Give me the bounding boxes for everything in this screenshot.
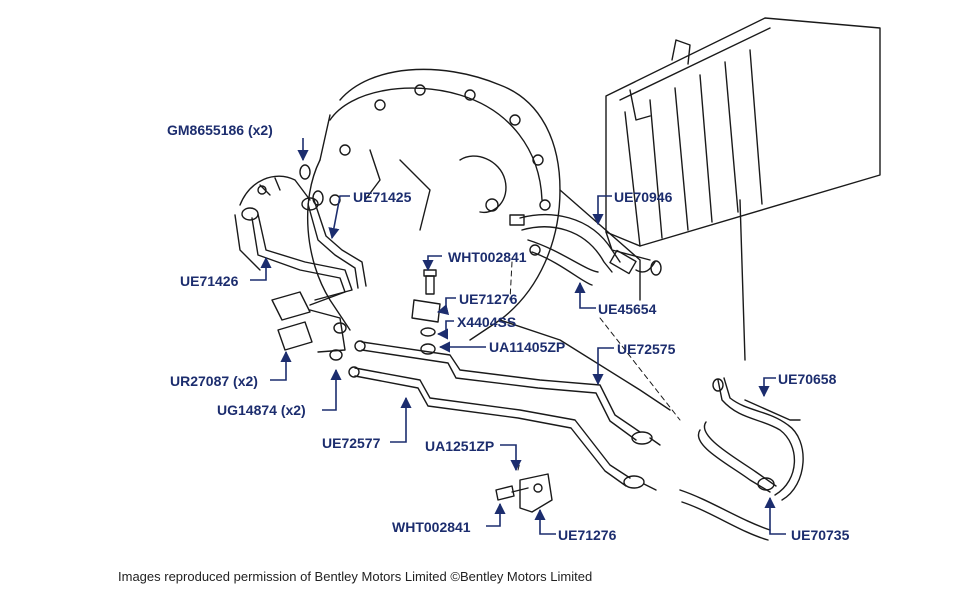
leader-ur27087 [270,350,292,381]
leader-ue71276-top [436,297,456,315]
fasteners-bottom [495,473,553,513]
label-ue71276-bottom: UE71276 [558,527,617,543]
leader-wht002841-top [422,255,442,272]
line-art [234,17,881,541]
leader-ue70658 [758,377,776,398]
label-ue70735: UE70735 [791,527,850,543]
pipes-ue71425-ue71426 [241,164,367,306]
label-ue45654: UE45654 [598,301,657,317]
hose-ue70658-ue70735 [679,377,804,541]
label-gm8655186: GM8655186 (x2) [167,122,273,138]
pipe-ue72575 [354,340,661,446]
fasteners-center [411,269,441,355]
leader-ue45654 [574,281,596,309]
hose-ue70946-ue45654 [509,214,662,286]
label-ue70946: UE70946 [614,189,673,205]
leader-ue72575 [592,347,614,386]
leader-ue71276-bottom [534,508,556,535]
label-ue71426: UE71426 [180,273,239,289]
label-ur27087: UR27087 (x2) [170,373,258,389]
pipe-ue72577 [348,366,657,491]
leaders [250,138,786,535]
label-wht002841-bottom: WHT002841 [392,519,471,535]
leader-ue71425 [328,195,350,240]
transmission-illustration [307,68,671,411]
leader-x4404ss [436,320,454,340]
leader-ue70946 [592,195,612,226]
copyright-caption: Images reproduced permission of Bentley … [118,569,593,584]
label-ua11405zp: UA11405ZP [489,339,566,355]
adapters-illustration [271,291,347,361]
engine-block-illustration [234,175,311,271]
reference-lines [509,261,681,471]
radiator-illustration [605,17,881,361]
label-ue71276-top: UE71276 [459,291,518,307]
label-wht002841-top: WHT002841 [448,249,527,265]
leader-ua1251zp [500,444,522,472]
label-ua1251zp: UA1251ZP [425,438,495,454]
leader-ue71426 [250,256,272,281]
label-ug14874: UG14874 (x2) [217,402,306,418]
leader-ue70735 [764,496,786,535]
label-ue71425: UE71425 [353,189,412,205]
label-ue70658: UE70658 [778,371,837,387]
label-x4404ss: X4404SS [457,314,517,330]
leader-ug14874 [322,368,342,411]
label-ue72575: UE72575 [617,341,676,357]
label-ue72577: UE72577 [322,435,381,451]
leader-wht002841-bottom [486,502,506,527]
leader-ue72577 [390,396,412,443]
